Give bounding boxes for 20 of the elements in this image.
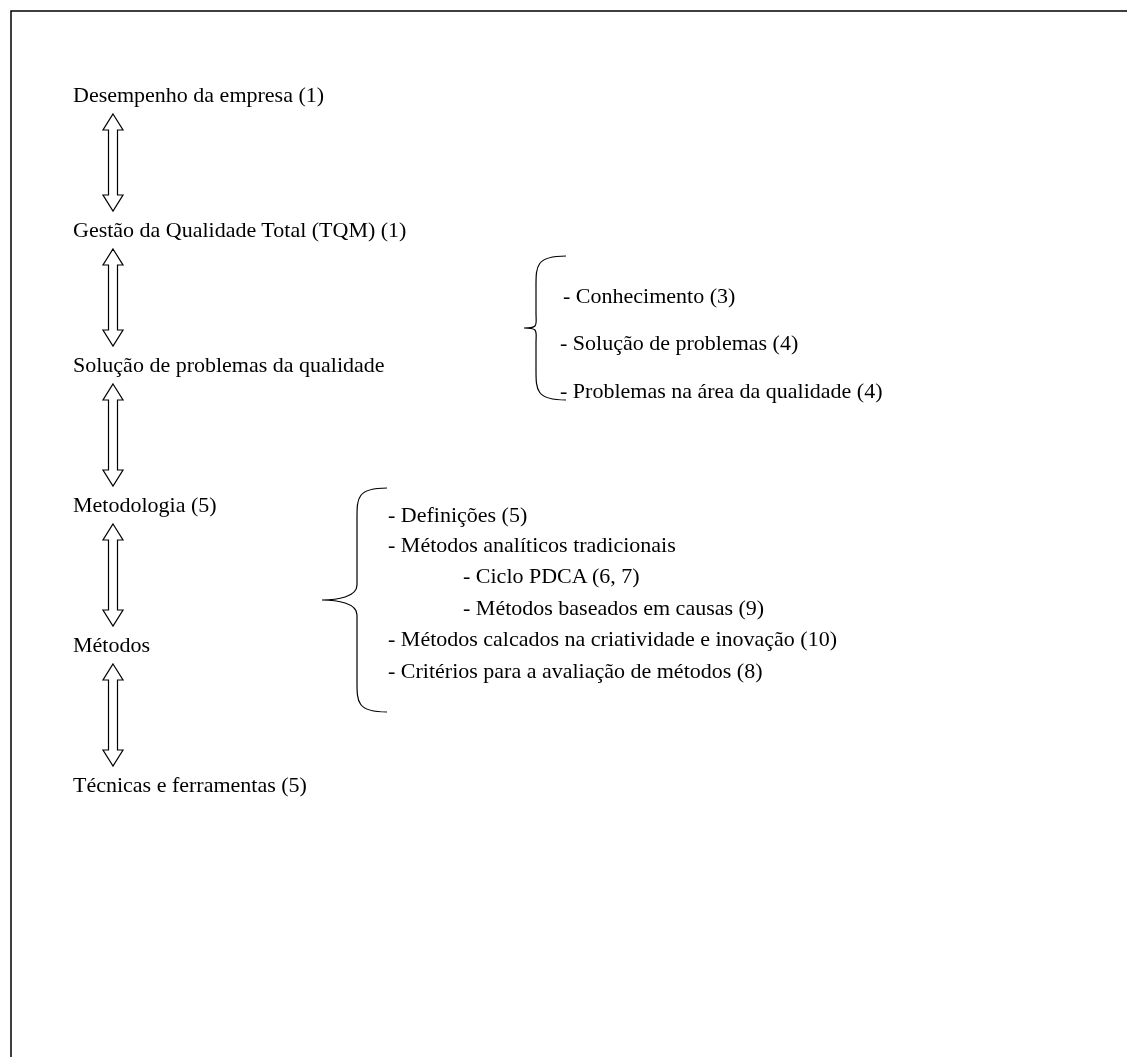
double-arrow bbox=[101, 522, 125, 628]
list-item: - Conhecimento (3) bbox=[563, 283, 736, 309]
double-arrow bbox=[101, 662, 125, 768]
node-text: Gestão da Qualidade Total (TQM) (1) bbox=[73, 211, 407, 249]
node-text: Solução de problemas da qualidade bbox=[73, 346, 385, 384]
list-item: - Problemas na área da qualidade (4) bbox=[560, 378, 883, 404]
double-arrow bbox=[101, 112, 125, 213]
double-arrow bbox=[101, 247, 125, 348]
list-item: - Definições (5) bbox=[388, 502, 528, 528]
list-item: - Ciclo PDCA (6, 7) bbox=[463, 563, 640, 589]
list-item: - Métodos calcados na criatividade e inovação (10) bbox=[388, 626, 837, 652]
list-item: - Critérios para a avaliação de métodos (8) bbox=[388, 658, 763, 684]
node-text: Metodologia (5) bbox=[73, 486, 217, 524]
node-text: Métodos bbox=[73, 626, 150, 664]
double-arrow bbox=[101, 382, 125, 488]
node-text: Técnicas e ferramentas (5) bbox=[73, 766, 307, 804]
node-text: Desempenho da empresa (1) bbox=[73, 76, 325, 114]
list-item: - Métodos analíticos tradicionais bbox=[388, 532, 676, 558]
list-item: - Solução de problemas (4) bbox=[560, 330, 799, 356]
list-item: - Métodos baseados em causas (9) bbox=[463, 595, 765, 621]
